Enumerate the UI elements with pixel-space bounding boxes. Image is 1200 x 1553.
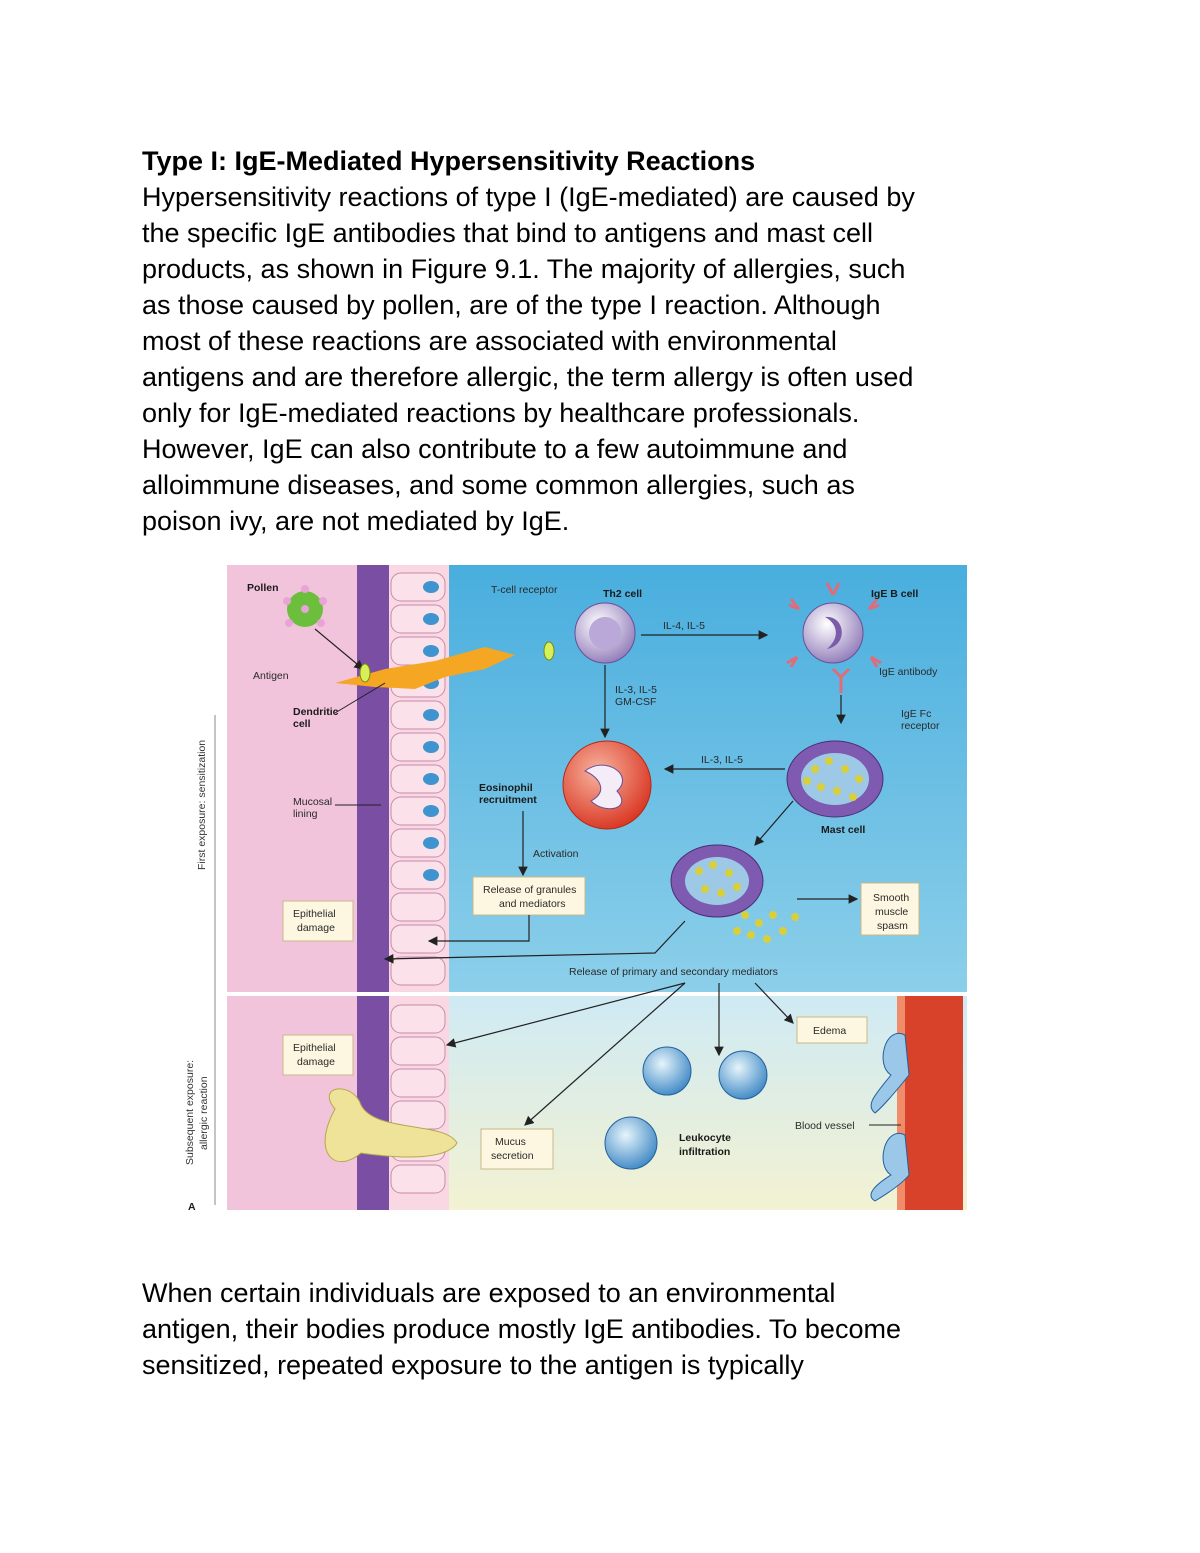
activated-mast-granules [695, 861, 741, 897]
epithelial-damage-box-lower [282, 1034, 354, 1076]
th2-label: Th2 cell [603, 588, 642, 600]
intro-line: products, as shown in Figure 9.1. The ma… [142, 254, 906, 284]
ige-fc-label-1: IgE Fc [901, 708, 931, 720]
free-ige-antibody [831, 667, 851, 693]
subsequent-exposure-label-2: allergic reaction [198, 1076, 210, 1150]
antigen-label: Antigen [253, 670, 289, 682]
continuation-line: antigen, their bodies produce mostly IgE… [142, 1314, 901, 1344]
il3-il5-label-1: IL-3, IL-5 [615, 684, 657, 696]
eosinophil-label-1: Eosinophil [479, 782, 533, 794]
continuation-section: When certain individuals are exposed to … [142, 1275, 1082, 1383]
mucus-label-2: secretion [491, 1150, 534, 1162]
pollen-grain [283, 585, 327, 627]
migrating-leukocyte [870, 1032, 910, 1114]
pollen-label: Pollen [247, 582, 279, 594]
tcell-receptor-label: T-cell receptor [491, 584, 558, 596]
il4-il5-label: IL-4, IL-5 [663, 620, 705, 632]
pollen-arrow [314, 628, 364, 670]
intro-line: as those caused by pollen, are of the ty… [142, 290, 881, 320]
damage-arrow-lower [445, 982, 686, 1048]
il3-il5-label-2: IL-3, IL-5 [701, 754, 743, 766]
leukocyte-label-2: infiltration [679, 1146, 730, 1158]
release-granules-box [472, 876, 586, 916]
edema-label: Edema [813, 1025, 846, 1037]
intro-line: Hypersensitivity reactions of type I (Ig… [142, 182, 915, 212]
intro-section: Type I: IgE-Mediated Hypersensitivity Re… [142, 143, 1082, 539]
intro-line: the specific IgE antibodies that bind to… [142, 218, 873, 248]
leukocyte-label-1: Leukocyte [679, 1132, 731, 1144]
mast-cell-label: Mast cell [821, 824, 865, 836]
edema-arrow [754, 982, 794, 1024]
leukocyte [604, 1116, 658, 1170]
released-mediators [733, 911, 799, 943]
intro-line: poison ivy, are not mediated by IgE. [142, 506, 570, 536]
epithelial-damage-upper-2: damage [297, 922, 335, 934]
gm-csf-label: GM-CSF [615, 696, 656, 708]
blood-vessel-label: Blood vessel [795, 1120, 855, 1132]
smooth-label-1: Smooth [873, 892, 909, 904]
ige-antibodies-on-b-cell [786, 582, 882, 668]
epithelial-damage-lower-2: damage [297, 1056, 335, 1068]
eosinophil-label-2: recruitment [479, 794, 537, 806]
b-cell-nucleus [825, 616, 842, 649]
smooth-label-3: spasm [877, 920, 908, 932]
first-exposure-label: First exposure: sensitization [196, 740, 208, 870]
continuation-line: When certain individuals are exposed to … [142, 1278, 836, 1308]
blood-vessel-wall [897, 996, 905, 1210]
blood-vessel [901, 996, 963, 1210]
hypersensitivity-figure: First exposure: sensitization Subsequent… [185, 565, 967, 1215]
mast-activation-arrow [754, 800, 794, 846]
eosinophil-nucleus [584, 764, 623, 810]
smooth-muscle-box [860, 882, 920, 936]
figure-illustration: First exposure: sensitization Subsequent… [185, 565, 967, 1213]
intro-line: antigens and are therefore allergic, the… [142, 362, 914, 392]
intro-line: only for IgE-mediated reactions by healt… [142, 398, 860, 428]
mucus-label-1: Mucus [495, 1136, 526, 1148]
ige-fc-label-2: receptor [901, 720, 940, 732]
smooth-label-2: muscle [875, 906, 908, 918]
panel-letter: A [188, 1201, 196, 1213]
mucus-arrow [524, 982, 686, 1126]
intro-line: alloimmune diseases, and some common all… [142, 470, 855, 500]
mast-cell-nucleus [801, 753, 869, 805]
subsequent-exposure-label-1: Subsequent exposure: [185, 1060, 196, 1165]
intro-paragraph: Hypersensitivity reactions of type I (Ig… [142, 179, 1082, 539]
mediator-back-arrow [383, 920, 686, 964]
goblet-cell [324, 1088, 458, 1163]
activation-label: Activation [533, 848, 579, 860]
continuation-paragraph: When certain individuals are exposed to … [142, 1275, 1082, 1383]
continuation-line: sensitized, repeated exposure to the ant… [142, 1350, 804, 1380]
dendritic-label-2: cell [293, 718, 311, 730]
migrating-leukocyte [870, 1132, 910, 1202]
antigen-on-dendritic [359, 663, 371, 683]
edema-box [796, 1016, 868, 1044]
dendritic-label-1: Dendritic [293, 706, 339, 718]
mucosal-label-1: Mucosal [293, 796, 332, 808]
mast-cell-granules [803, 757, 863, 801]
intro-line: most of these reactions are associated w… [142, 326, 837, 356]
ige-b-cell [802, 602, 864, 664]
mucus-box [480, 1128, 554, 1170]
granule-damage-arrow [427, 915, 530, 946]
ige-b-cell-label: IgE B cell [871, 588, 918, 600]
intro-line: However, IgE can also contribute to a fe… [142, 434, 848, 464]
leukocyte [718, 1050, 768, 1100]
release-granules-label-1: Release of granules [483, 884, 576, 896]
release-mediators-label: Release of primary and secondary mediato… [569, 966, 778, 978]
dendritic-pointer [334, 682, 386, 714]
epithelial-damage-box-upper [282, 900, 354, 942]
ige-antibody-label: IgE antibody [879, 666, 938, 678]
dendritic-cell [335, 647, 515, 689]
epithelial-damage-lower-1: Epithelial [293, 1042, 336, 1054]
cell-nuclei [423, 581, 439, 881]
activated-mast-nucleus [685, 857, 749, 905]
mucosal-label-2: lining [293, 808, 318, 820]
section-heading: Type I: IgE-Mediated Hypersensitivity Re… [142, 146, 756, 176]
leukocyte [642, 1046, 692, 1096]
epithelial-damage-upper-1: Epithelial [293, 908, 336, 920]
tcell-receptor-antigen [543, 641, 555, 661]
th2-nucleus [589, 617, 621, 649]
release-granules-label-2: and mediators [499, 898, 566, 910]
